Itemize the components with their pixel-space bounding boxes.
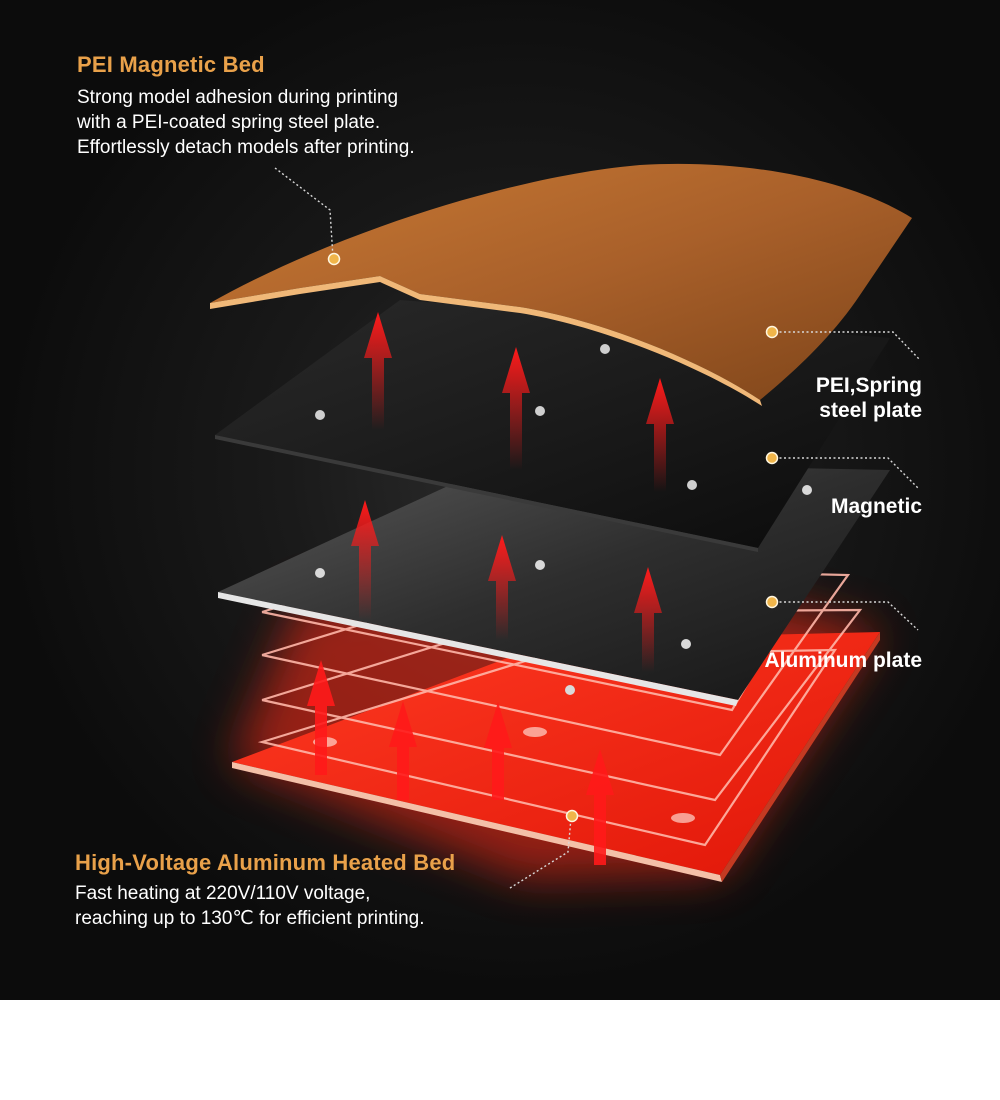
orange-dot-icon <box>565 809 579 823</box>
up-arrow-icon <box>488 535 516 640</box>
callout-line-aluminum <box>775 601 919 631</box>
up-arrow-icon <box>307 660 335 775</box>
callout-line-heated-bed <box>509 817 572 889</box>
heat-arrows <box>307 312 674 865</box>
orange-dot-icon <box>765 325 779 339</box>
up-arrow-icon <box>502 347 530 470</box>
pei-bed-line-1: Strong model adhesion during printing <box>77 87 399 108</box>
callout-line-pei-plate <box>775 331 921 361</box>
label-pei-spring-line-2: steel plate <box>819 399 922 422</box>
label-pei-spring-line-1: PEI,Spring <box>815 374 922 397</box>
orange-dot-icon <box>327 252 341 266</box>
up-arrow-icon <box>364 312 392 430</box>
orange-dot-icon <box>765 595 779 609</box>
orange-dot-icon <box>765 451 779 465</box>
callout-line-pei-bed <box>274 167 334 259</box>
callout-line-magnetic <box>775 457 919 489</box>
layer-stack-graphic <box>210 163 921 889</box>
up-arrow-icon <box>389 701 417 800</box>
up-arrow-icon <box>646 378 674 492</box>
callout-markers <box>327 252 779 823</box>
label-magnetic: Magnetic <box>830 495 922 518</box>
heated-bed-title: High-Voltage Aluminum Heated Bed <box>75 850 456 875</box>
up-arrow-icon <box>586 749 614 865</box>
pei-bed-line-2: with a PEI-coated spring steel plate. <box>77 112 381 133</box>
pei-bed-line-3: Effortlessly detach models after printin… <box>77 137 415 158</box>
product-illustration: PEI Magnetic Bed Strong model adhesion d… <box>0 0 1000 1000</box>
heated-bed-line-2: reaching up to 130℃ for efficient printi… <box>75 908 425 929</box>
up-arrow-icon <box>351 500 379 620</box>
label-aluminum-plate: Aluminum plate <box>764 649 922 672</box>
pei-steel-plate <box>210 163 912 406</box>
up-arrow-icon <box>484 702 512 800</box>
pei-bed-title: PEI Magnetic Bed <box>77 52 265 77</box>
callout-lines <box>274 167 921 889</box>
up-arrow-icon <box>634 567 662 672</box>
heated-bed-line-1: Fast heating at 220V/110V voltage, <box>75 883 371 904</box>
